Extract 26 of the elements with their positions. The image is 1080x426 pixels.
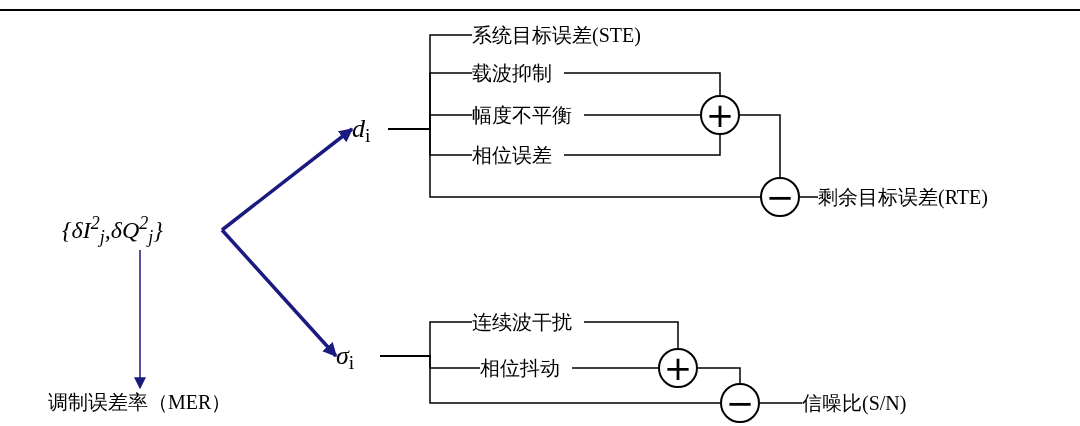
connector-line [563,72,721,96]
connector-line [739,114,781,178]
result-label: 信噪比(S/N) [802,390,952,416]
connector-line [697,367,741,384]
connector-line [563,134,721,156]
error-label: 相位误差 [472,142,564,168]
arrow [220,228,338,358]
error-label: 连续波干扰 [472,309,584,335]
error-label: 系统目标误差(STE) [472,22,672,48]
connector-line [571,367,659,369]
math-symbol: d$_{i}$ [352,112,388,146]
result-label: 剩余目标误差(RTE) [818,184,1038,210]
error-label: 载波抑制 [472,60,564,86]
connector-line [379,355,721,404]
arrow [220,127,354,232]
error-label: 相位抖动 [480,355,572,381]
arrow [134,249,146,390]
connector-line [583,114,701,116]
math-symbol: σ$_{i}$ [336,340,380,372]
connector-line [387,128,761,198]
connector-line [799,196,819,198]
connector-line [759,402,803,404]
math-expression: {δI$^{2}$$_{j}$,δQ$^{2}$$_{j}$} [62,210,222,250]
error-label: 幅度不平衡 [472,102,584,128]
connector-line [583,321,679,349]
output-label: 调制误差率（MER） [48,388,288,416]
